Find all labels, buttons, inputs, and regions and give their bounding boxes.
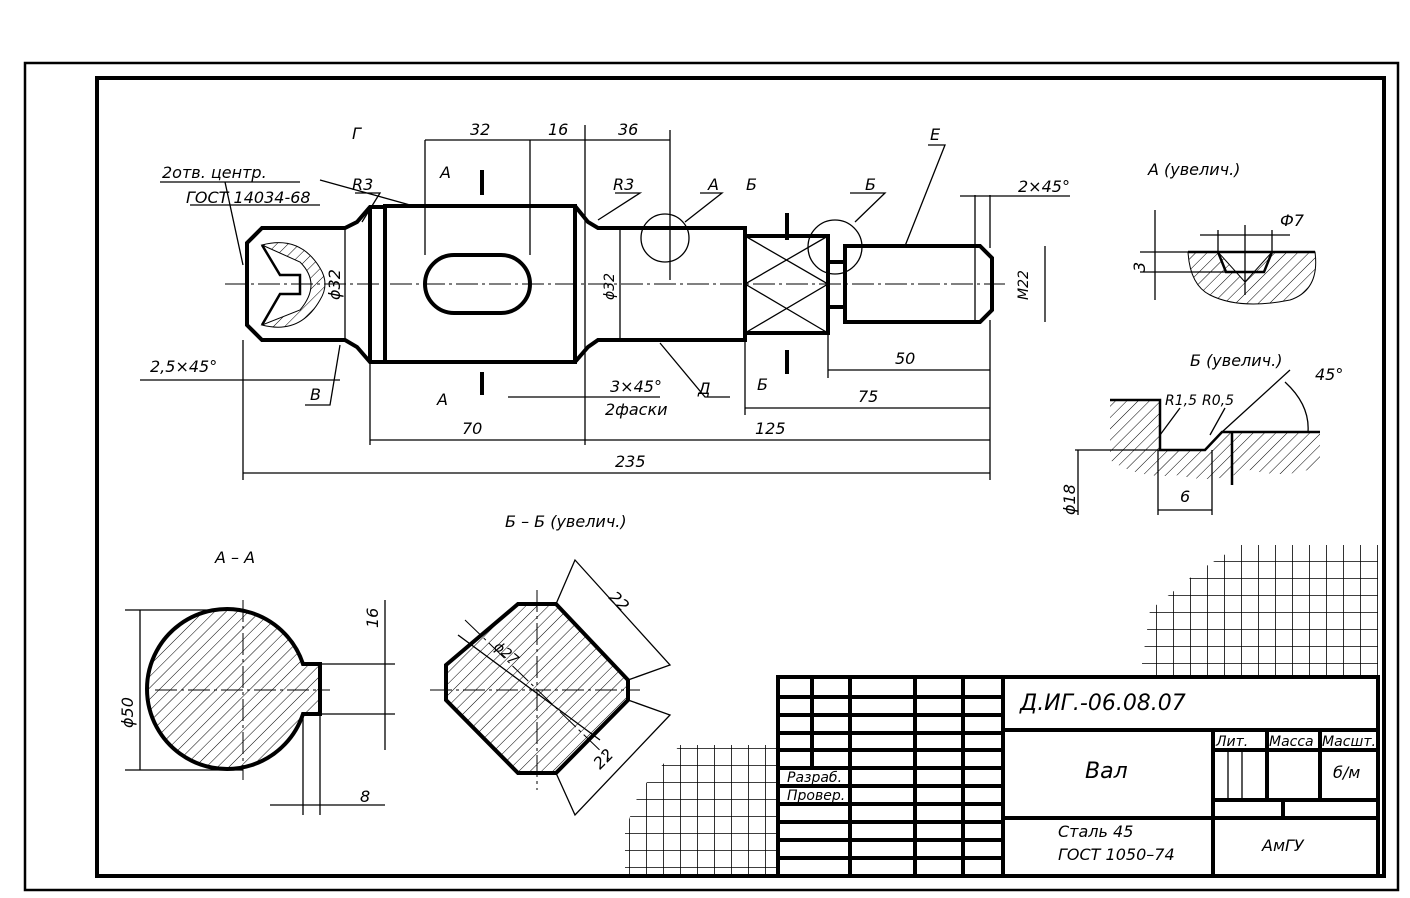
center-holes-standard: ГОСТ 14034-68 [186,188,311,207]
detail-b: Б (увелич.) R1,5 R0,5 45° ϕ18 6 [1060,351,1343,515]
dim-36: 36 [618,120,638,139]
dim-45-deg: 45° [1315,365,1343,384]
dim-r1-5: R1,5 [1165,393,1197,409]
section-b-top: Б [746,175,757,194]
col-lit: Лит. [1215,734,1248,750]
dim-chamfer-note: 2фаски [605,400,668,419]
section-bb-title: Б – Б (увелич.) [505,512,627,531]
dim-125: 125 [755,419,786,438]
part-name: Вал [1085,759,1128,784]
dim-r0-5: R0,5 [1202,393,1234,409]
dim-chamfer-2x45: 2×45° [1018,177,1070,196]
role-checker: Провер. [787,788,845,804]
dim-phi50: ϕ50 [118,697,137,728]
dim-phi32-left: ϕ32 [325,269,344,300]
section-aa-title: А – А [214,548,255,567]
dim-22-bottom: 22 [589,745,617,773]
dim-phi32-right: ϕ32 [602,273,618,300]
material: Сталь 45 [1058,822,1133,841]
outer-frame [23,61,1400,892]
role-developer: Разраб. [787,770,842,786]
dim-235: 235 [615,452,646,471]
dim-chamfer-3x45: 3×45° [610,377,662,396]
main-view-labels: 2отв. центр. ГОСТ 14034-68 Г В Д Е А Б R… [150,120,1070,471]
section-bb: Б – Б (увелич.) 22 22 ϕ27 [430,512,672,817]
dim-22-top: 22 [605,587,633,615]
material-standard: ГОСТ 1050–74 [1058,845,1175,864]
section-b-bottom: Б [757,375,768,394]
drawing-designation: Д.ИГ.-06.08.07 [1019,691,1186,716]
dim-chamfer-2-5x45: 2,5×45° [150,357,217,376]
r3-right: R3 [613,175,634,194]
dim-3: 3 [1130,262,1149,272]
shaft-main-view [140,125,1070,480]
label-a-callout: А [707,175,719,194]
detail-b-title: Б (увелич.) [1190,351,1282,370]
detail-a-title: А (увелич.) [1147,160,1240,179]
dim-8: 8 [360,787,370,806]
dim-75: 75 [858,387,878,406]
dim-16: 16 [548,120,568,139]
dim-32: 32 [470,120,490,139]
section-a-bottom: А [436,390,448,409]
dim-16-keyway: 16 [363,608,382,628]
section-aa: А – А ϕ50 16 8 [118,548,395,815]
organization: АмГУ [1261,836,1305,855]
detail-a: А (увелич.) Ф7 3 [1130,160,1317,305]
dim-phi18: ϕ18 [1060,484,1079,515]
label-v: В [310,385,321,404]
label-g: Г [352,124,362,143]
title-block: Д.ИГ.-06.08.07 Вал Лит. Масса Масшт. б/м… [776,675,1380,878]
center-holes-note: 2отв. центр. [162,163,267,182]
scale-value: б/м [1333,763,1360,782]
section-a-top: А [439,163,451,182]
label-b-callout: Б [865,175,876,194]
r3-left: R3 [352,175,373,194]
grid-paper-background [625,545,1378,876]
col-scale: Масшт. [1322,734,1376,750]
dim-70: 70 [462,419,482,438]
dim-phi7: Ф7 [1280,211,1305,230]
dim-m22: М22 [1016,270,1032,300]
label-e: Е [930,125,941,144]
dim-50: 50 [895,349,915,368]
dim-6: 6 [1180,487,1190,506]
col-mass: Масса [1269,734,1314,750]
label-d: Д [697,379,711,398]
